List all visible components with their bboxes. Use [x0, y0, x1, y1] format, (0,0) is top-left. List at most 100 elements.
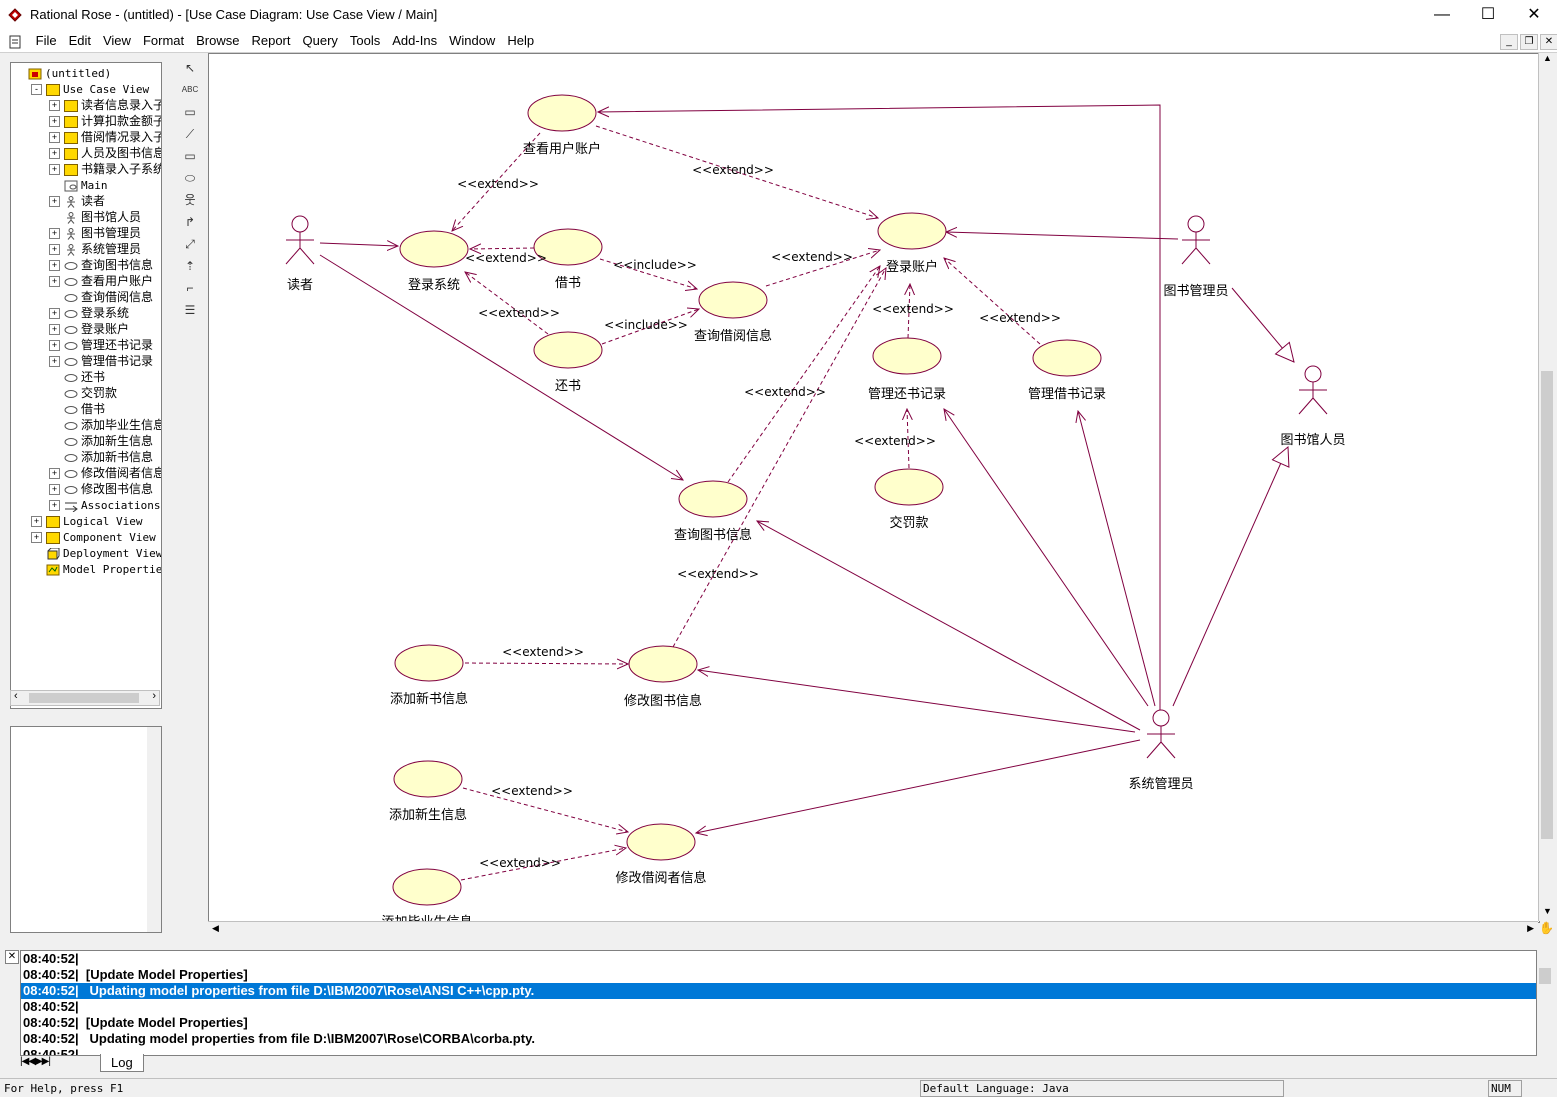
expand-icon[interactable]: + — [49, 132, 60, 144]
generalization-line[interactable] — [1231, 287, 1294, 362]
expand-icon[interactable]: + — [49, 500, 60, 512]
tree-item[interactable]: Model Properties — [31, 561, 161, 577]
actor-sysadmin[interactable] — [1146, 709, 1176, 759]
usecase-fine[interactable] — [874, 468, 944, 506]
expand-icon[interactable]: + — [49, 484, 60, 496]
dependency-extend[interactable] — [907, 409, 909, 469]
log-line[interactable]: 08:40:52| [Update Model Properties] — [23, 967, 248, 982]
menu-file[interactable]: File — [35, 33, 57, 48]
usecase-return[interactable] — [533, 331, 603, 369]
package-tool-icon[interactable]: ▭ — [184, 149, 196, 163]
tree-item[interactable]: 还书 — [49, 369, 105, 385]
tree-item[interactable]: +系统管理员 — [49, 241, 141, 257]
tree-item[interactable]: +图书管理员 — [49, 225, 141, 241]
usecase-manage-return[interactable] — [872, 337, 942, 375]
document-icon[interactable] — [8, 35, 22, 49]
usecase-edit-book[interactable] — [628, 645, 698, 683]
log-line[interactable]: 08:40:52| [Update Model Properties] — [23, 1015, 248, 1030]
expand-icon[interactable]: + — [49, 244, 60, 256]
tree-item[interactable]: +读者信息录入子系 — [49, 97, 161, 113]
tree-item[interactable]: 交罚款 — [49, 385, 117, 401]
diagram-vertical-scrollbar[interactable]: ▲ ▼ — [1538, 53, 1556, 921]
log-scroll-thumb[interactable] — [1539, 968, 1551, 984]
tree-item[interactable]: +查询图书信息 — [49, 257, 153, 273]
log-tab-nav-icon[interactable]: |◀◀▶▶| — [20, 1056, 51, 1067]
usecase-query-book[interactable] — [678, 480, 748, 518]
dependency-extend[interactable] — [470, 248, 535, 249]
expand-icon[interactable]: + — [49, 468, 60, 480]
expand-icon[interactable]: + — [49, 276, 60, 288]
dependency-extend[interactable] — [462, 787, 628, 832]
dependency-extend[interactable] — [465, 272, 549, 335]
usecase-view-account[interactable] — [527, 94, 597, 132]
browser-horizontal-scrollbar[interactable]: ‹ › — [10, 690, 160, 706]
log-line[interactable]: 08:40:52| Updating model properties from… — [23, 1031, 535, 1046]
menu-browse[interactable]: Browse — [196, 33, 240, 48]
log-scrollbar[interactable] — [1537, 950, 1553, 1054]
dependency-extend[interactable] — [595, 125, 878, 218]
tree-item[interactable]: +读者 — [49, 193, 105, 209]
menu-window[interactable]: Window — [449, 33, 496, 48]
tree-item[interactable]: +登录账户 — [49, 321, 129, 337]
usecase-edit-reader[interactable] — [626, 823, 696, 861]
tree-item[interactable]: Main — [49, 177, 108, 193]
close-button[interactable]: ✕ — [1527, 6, 1541, 23]
hscroll-right-icon[interactable]: ▶ — [1527, 923, 1534, 933]
dependency-extend[interactable] — [908, 284, 910, 339]
tree-item[interactable]: 借书 — [49, 401, 105, 417]
actor-bookadmin[interactable] — [1181, 215, 1211, 265]
log-tab[interactable]: Log — [100, 1054, 144, 1072]
tree-item[interactable]: +Logical View — [31, 513, 142, 529]
corner-tool-icon[interactable]: ⌐ — [186, 281, 194, 295]
tree-item[interactable]: +查看用户账户 — [49, 273, 153, 289]
tree-item[interactable]: +登录系统 — [49, 305, 129, 321]
tree-item[interactable]: +人员及图书信息查 — [49, 145, 161, 161]
dependency-include[interactable] — [601, 309, 699, 345]
menu-edit[interactable]: Edit — [68, 33, 91, 48]
collapse-icon[interactable]: - — [31, 84, 42, 96]
expand-icon[interactable]: + — [49, 308, 60, 320]
diagram-horizontal-scrollbar[interactable]: ◀ ▶ — [208, 921, 1538, 939]
log-line[interactable]: 08:40:52| Updating model properties from… — [21, 983, 1536, 999]
usecase-add-grad[interactable] — [392, 868, 462, 906]
scroll-right-icon[interactable]: › — [152, 690, 156, 702]
usecase-login-sys[interactable] — [399, 230, 469, 268]
association-line[interactable] — [698, 670, 1136, 733]
dependency-extend[interactable] — [944, 258, 1041, 345]
expand-icon[interactable]: + — [31, 516, 42, 528]
menu-add-ins[interactable]: Add-Ins — [392, 33, 438, 48]
generalization-tool-icon[interactable]: ⇡ — [184, 259, 196, 273]
actor-tool-icon[interactable]: 웃 — [184, 193, 196, 207]
usecase-borrow[interactable] — [533, 228, 603, 266]
dependency-tool-icon[interactable]: ⤢ — [185, 237, 195, 251]
menu-tools[interactable]: Tools — [349, 33, 381, 48]
usecase-add-student[interactable] — [393, 760, 463, 798]
text-tool-icon[interactable]: ABC — [181, 85, 199, 94]
usecase-query-borrow[interactable] — [698, 281, 768, 319]
menu-query[interactable]: Query — [302, 33, 338, 48]
minimize-button[interactable]: — — [1434, 6, 1450, 23]
mdi-restore-button[interactable]: ❐ — [1520, 34, 1538, 50]
scroll-up-icon[interactable]: ▲ — [1543, 53, 1552, 63]
actor-reader[interactable] — [285, 215, 315, 265]
tree-item[interactable]: +管理还书记录 — [49, 337, 153, 353]
dependency-extend[interactable] — [672, 268, 886, 648]
doc-scrollbar[interactable] — [147, 727, 161, 932]
dependency-include[interactable] — [599, 258, 697, 289]
select-tool-icon[interactable]: ↖ — [184, 61, 196, 75]
expand-icon[interactable]: + — [49, 164, 60, 176]
actor-libstaff[interactable] — [1298, 365, 1328, 415]
documentation-panel[interactable] — [10, 726, 162, 933]
expand-icon[interactable]: + — [49, 228, 60, 240]
tree-item[interactable]: 添加毕业生信息 — [49, 417, 161, 433]
association-line[interactable] — [319, 254, 683, 480]
log-window[interactable]: 08:40:52|08:40:52| [Update Model Propert… — [20, 950, 1537, 1056]
tree-item[interactable]: +修改图书信息 — [49, 481, 153, 497]
tree-item[interactable]: (untitled) — [13, 65, 111, 81]
association-tool-icon[interactable]: ↱ — [184, 215, 196, 229]
generalization-line[interactable] — [1172, 447, 1288, 707]
expand-icon[interactable]: + — [49, 260, 60, 272]
tree-item[interactable]: +Associations — [49, 497, 160, 513]
model-browser-tree[interactable]: (untitled)-Use Case View+读者信息录入子系+计算扣款金额… — [10, 62, 162, 709]
pan-hand-icon[interactable]: ✋ — [1539, 921, 1554, 935]
